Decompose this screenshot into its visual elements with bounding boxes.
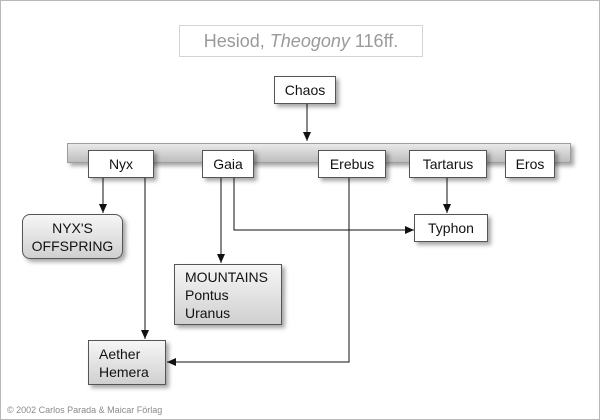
title-work: Theogony bbox=[269, 31, 350, 51]
node-eros-label: Eros bbox=[515, 156, 545, 172]
node-erebus-label: Erebus bbox=[329, 156, 375, 172]
connector-gaia-typhon bbox=[233, 177, 414, 234]
node-typhon-label: Typhon bbox=[428, 220, 474, 236]
mountains-line2: Pontus bbox=[185, 286, 229, 303]
node-chaos: Chaos bbox=[274, 76, 336, 104]
mountains-line3: Uranus bbox=[185, 304, 231, 321]
diagram-title: Hesiod, Theogony 116ff. bbox=[179, 25, 423, 57]
copyright-footer: © 2002 Carlos Parada & Maicar Förlag bbox=[7, 405, 163, 415]
node-mountains: MOUNTAINS Pontus Uranus bbox=[174, 264, 282, 325]
connector-erebus-aether bbox=[167, 177, 350, 366]
node-erebus: Erebus bbox=[318, 150, 386, 178]
aether-hemera-line2: Hemera bbox=[99, 363, 149, 380]
node-eros: Eros bbox=[505, 150, 555, 178]
title-ref: 116ff. bbox=[354, 31, 399, 51]
node-typhon: Typhon bbox=[414, 214, 488, 242]
node-nyx-offspring: NYX'S OFFSPRING bbox=[22, 214, 123, 259]
node-tartarus: Tartarus bbox=[409, 150, 487, 178]
mountains-line1: MOUNTAINS bbox=[185, 268, 268, 285]
node-nyx: Nyx bbox=[88, 150, 154, 178]
title-author: Hesiod, bbox=[203, 31, 265, 51]
node-gaia: Gaia bbox=[202, 150, 254, 178]
node-aether-hemera: Aether Hemera bbox=[88, 340, 166, 385]
aether-hemera-line1: Aether bbox=[99, 345, 141, 362]
node-nyx-label: Nyx bbox=[108, 156, 134, 172]
nyx-offspring-line1: NYX'S bbox=[52, 219, 93, 236]
node-tartarus-label: Tartarus bbox=[422, 156, 474, 172]
nyx-offspring-line2: OFFSPRING bbox=[31, 237, 114, 254]
node-gaia-label: Gaia bbox=[213, 156, 243, 172]
node-chaos-label: Chaos bbox=[284, 82, 326, 98]
